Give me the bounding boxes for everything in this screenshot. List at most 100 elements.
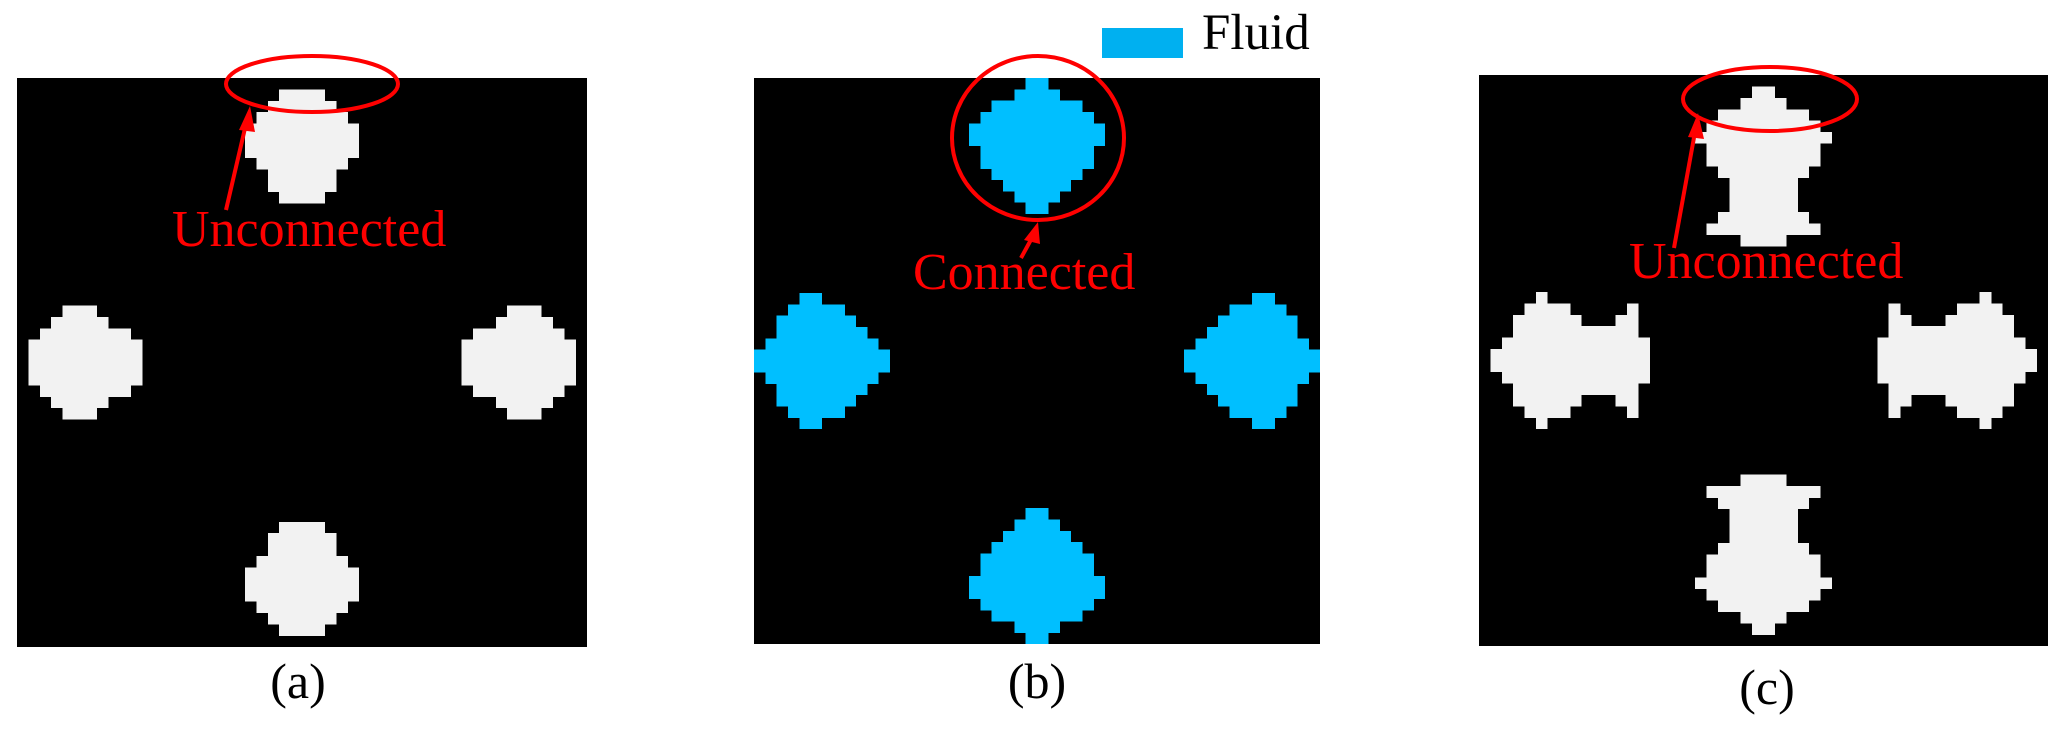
panel-c-top-pore-cell [1740, 223, 1753, 236]
panel-b-right-pore-cell [1195, 349, 1208, 362]
panel-c-top-pore-cell [1797, 109, 1810, 121]
panel-c-left-pore-cell [1558, 326, 1571, 338]
panel-c-bottom-pore-cell [1695, 577, 1707, 590]
panel-b-top-pore-cell [1048, 179, 1060, 192]
panel-a-bottom-pore-cell [256, 567, 269, 579]
panel-c-right-pore-cell [1945, 326, 1958, 338]
panel-a-top-pore-cell [256, 134, 269, 147]
panel-b-bottom-pore-cell [1082, 598, 1094, 611]
panel-a-right-pore-cell [507, 305, 519, 318]
panel-b-bottom-pore-cell [1025, 542, 1038, 554]
panel-a-left-pore-cell [85, 396, 98, 409]
panel-c-right-pore-cell [1991, 383, 2003, 395]
panel-c-bottom-pore-cell [1763, 497, 1776, 510]
panel-a-bottom-pore-cell [324, 590, 337, 602]
panel-c-right-pore-cell [1968, 394, 1980, 407]
panel-a-right-pore-cell [495, 316, 508, 329]
panel-c-left-pore-cell [1547, 394, 1559, 407]
panel-b-left-pore-cell [855, 372, 868, 384]
panel-a-right-pore-cell [507, 396, 519, 409]
panel-c-left-pore-cell [1535, 349, 1548, 361]
panel-b-right-pore-cell [1286, 315, 1298, 328]
panel-a-left-pore-cell [108, 385, 120, 397]
panel-a-bottom-pore-cell [347, 590, 360, 602]
panel-c-bottom-pore-cell [1706, 577, 1719, 590]
panel-c-bottom-pore-cell [1809, 486, 1821, 498]
panel-b-right-pore-cell [1206, 383, 1219, 396]
panel-c-right-pore-cell [2013, 337, 2026, 350]
panel-b-right-pore-cell [1240, 394, 1253, 407]
panel-c-right-pore-cell [2002, 349, 2015, 361]
panel-c-top-pore-cell [1809, 132, 1821, 144]
panel-b-top-pore-cell [1037, 202, 1049, 215]
panel-b-left-pore-cell [821, 372, 834, 384]
panel-c-right-pore-cell [1911, 383, 1924, 395]
panel-b-bottom-pore-cell [1025, 576, 1038, 588]
panel-a-left-pore-cell [74, 316, 86, 329]
panel-c-left-pore-cell [1501, 360, 1514, 373]
panel-b-top-pore-cell [1037, 111, 1049, 124]
panel-a-left-pore-cell [74, 351, 86, 363]
panel-a-bottom-pore-cell [313, 544, 326, 557]
panel-c-bottom-pore-cell [1740, 497, 1753, 510]
panel-a-bottom-pore-cell [324, 544, 337, 557]
panel-b-left-pore-cell [821, 383, 834, 396]
panel-c-top-pore-cell [1786, 109, 1798, 121]
panel-a-right-pore-cell [552, 351, 565, 363]
panel-a-right-pore-cell [473, 385, 485, 397]
panel-b-left-pore-cell [776, 383, 789, 396]
panel-c-top-pore-cell [1763, 97, 1776, 110]
panel-b-top-pore-cell [1025, 89, 1038, 101]
panel-b-right-pore-cell [1229, 372, 1241, 384]
panel-b-left-pore-cell [844, 383, 857, 396]
panel-c-bottom-pore-cell [1763, 543, 1776, 555]
panel-b-right-pore-cell [1308, 349, 1320, 362]
panel-c-bottom-pore-cell [1717, 497, 1730, 510]
panel-b-left-pore-cell [754, 349, 766, 362]
panel-b-bottom-pore-cell [1014, 564, 1026, 577]
panel-b-right-pore-cell [1218, 394, 1230, 407]
panel-b-top-pore-cell [980, 157, 992, 169]
panel-b-grid [754, 78, 1320, 644]
panel-c-left-pore-cell [1604, 383, 1616, 395]
panel-a-top-pore-cell [313, 191, 326, 204]
panel-a-bottom-pore-cell [336, 601, 348, 614]
panel-c-top-pore-cell [1786, 143, 1798, 156]
panel-c-right-pore-cell [1979, 383, 1992, 395]
panel-c-left-pore-cell [1581, 326, 1594, 338]
panel-a-right-pore-cell [530, 316, 542, 329]
panel-a-right-pore-cell [564, 351, 576, 363]
panel-c-right-pore-cell [1979, 326, 1992, 338]
panel-c-left-pore-cell [1570, 360, 1582, 373]
panel-c-left-pore-cell [1558, 303, 1571, 316]
panel-b-top-pore-cell [1014, 179, 1026, 192]
panel-b-bottom-pore-cell [1070, 598, 1083, 611]
panel-a-bottom-pore-cell [290, 624, 303, 636]
panel-a-right-pore-cell [495, 385, 508, 397]
panel-c-left-pore-cell [1547, 326, 1559, 338]
panel-b-left-pore-cell [833, 383, 845, 396]
panel-b-bottom-pore-cell [1037, 564, 1049, 577]
panel-c-top-pore-cell [1740, 109, 1753, 121]
panel-b-bottom-pore-cell [1070, 542, 1083, 554]
panel-b-right-pore-cell [1263, 315, 1275, 328]
panel-c-left-pore-cell [1626, 303, 1639, 316]
panel-c-top-pore-cell [1774, 132, 1787, 144]
panel-c-bottom-pore-cell [1752, 508, 1764, 521]
panel-c-left-pore-cell [1604, 360, 1616, 373]
panel-a-bottom-pore-cell [313, 601, 326, 614]
panel-b-right-pore-cell [1274, 372, 1287, 384]
panel-b-right-pore-cell [1206, 372, 1219, 384]
panel-c-top-pore-cell [1763, 143, 1776, 156]
panel-a-left-pore-cell [62, 373, 75, 386]
panel-b-top-pore-cell [1037, 145, 1049, 158]
panel-b-right-pore-cell [1286, 372, 1298, 384]
panel-c-bottom-pore-cell [1752, 497, 1764, 510]
panel-c-left-pore-cell [1547, 303, 1559, 316]
panel-b-right-pore-cell [1274, 361, 1287, 373]
panel-b-left-pore-cell [833, 304, 845, 316]
panel-c-left-pore-cell [1524, 326, 1537, 338]
panel-c-bottom-pore-cell [1774, 497, 1787, 510]
panel-b-left-pore-cell [855, 383, 868, 396]
panel-a-right-pore-cell [473, 362, 485, 375]
